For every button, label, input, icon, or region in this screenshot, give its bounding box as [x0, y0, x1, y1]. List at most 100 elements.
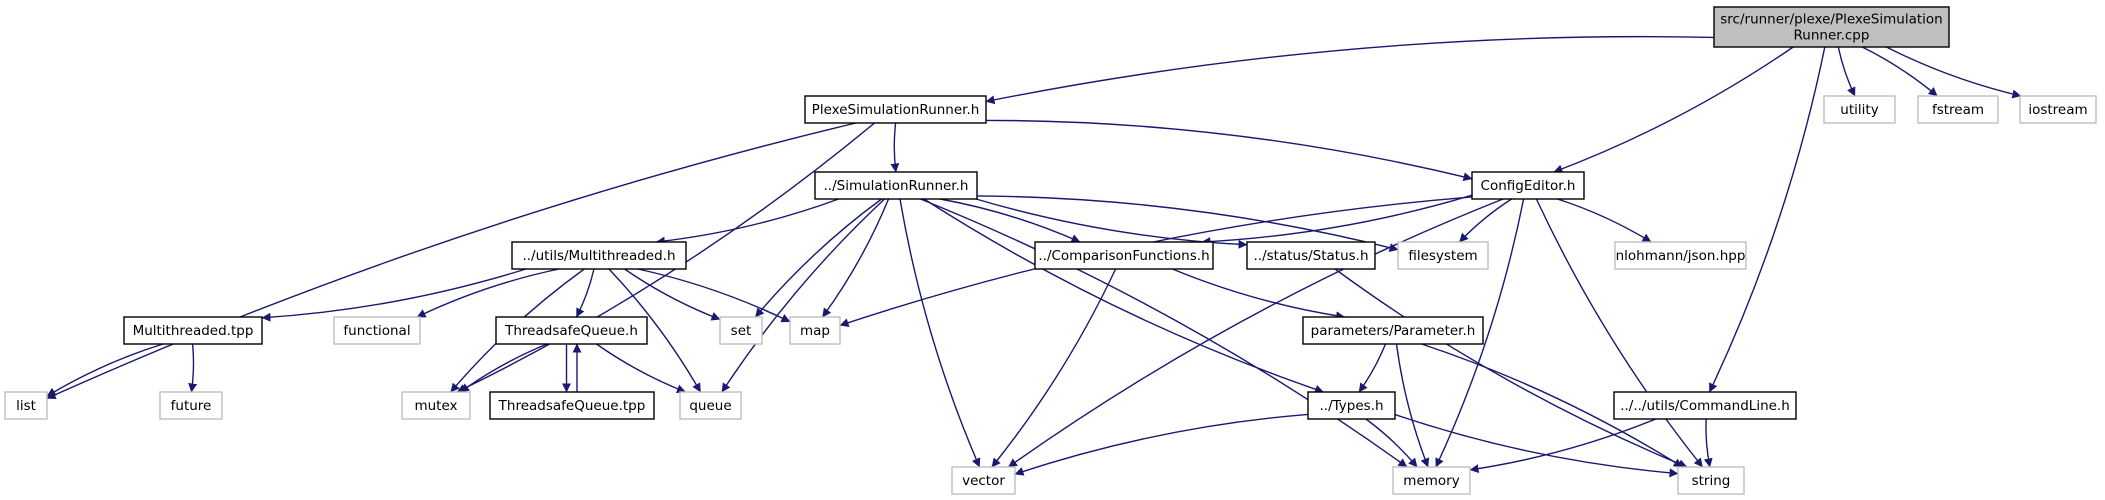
- edge-mt-to-map: [637, 268, 791, 323]
- node-label-utility: utility: [1840, 102, 1878, 118]
- node-box-mt: [511, 241, 687, 270]
- node-psr[interactable]: PlexeSimulationRunner.h: [804, 95, 987, 124]
- node-label-memory: memory: [1403, 473, 1459, 489]
- node-mt[interactable]: ../utils/Multithreaded.h: [511, 241, 687, 270]
- node-label-iostream: iostream: [2028, 102, 2087, 118]
- edge-cfg-to-fs: [1458, 198, 1512, 243]
- node-cmdl[interactable]: ../../utils/CommandLine.h: [1613, 391, 1797, 420]
- node-label-cmpf: ../ComparisonFunctions.h: [1038, 248, 1209, 264]
- node-box-src: [1713, 6, 1950, 48]
- node-box-future: [159, 391, 223, 420]
- node-src[interactable]: src/runner/plexe/PlexeSimulationRunner.c…: [1713, 6, 1950, 48]
- node-box-iostream: [2019, 95, 2097, 124]
- edge-cmpf-to-vector: [991, 268, 1117, 468]
- edge-src-to-iostream: [1886, 46, 2022, 99]
- node-box-param: [1302, 316, 1484, 345]
- edge-simr-to-vector: [899, 198, 981, 468]
- edge-src-to-fstream: [1861, 46, 1938, 97]
- node-label-src-line-2: Runner.cpp: [1794, 28, 1870, 44]
- edge-types-to-memory: [1365, 418, 1418, 468]
- node-iostream: iostream: [2019, 95, 2097, 124]
- node-box-json: [1614, 241, 1747, 270]
- node-label-tsqtpp: ThreadsafeQueue.tpp: [498, 398, 646, 414]
- node-mutex: mutex: [401, 391, 471, 420]
- node-label-simr: ../SimulationRunner.h: [824, 178, 969, 194]
- edge-simr-to-types: [923, 198, 1324, 394]
- node-fs: filesystem: [1397, 241, 1489, 270]
- edge-src-to-utility: [1837, 46, 1856, 97]
- edge-param-to-types: [1358, 343, 1387, 393]
- edge-simr-to-status: [975, 198, 1248, 249]
- edge-psr-to-mutex: [456, 122, 875, 393]
- edge-param-to-string: [1421, 343, 1683, 468]
- node-label-status: ../status/Status.h: [1253, 248, 1368, 264]
- node-cfg[interactable]: ConfigEditor.h: [1471, 171, 1585, 200]
- node-tsq[interactable]: ThreadsafeQueue.h: [495, 316, 648, 345]
- edge-simr-to-map: [821, 198, 890, 318]
- node-box-types: [1307, 391, 1396, 420]
- node-param[interactable]: parameters/Parameter.h: [1302, 316, 1484, 345]
- node-tsqtpp[interactable]: ThreadsafeQueue.tpp: [489, 391, 655, 420]
- node-label-functional: functional: [343, 323, 410, 339]
- node-future: future: [159, 391, 223, 420]
- node-box-fstream: [1917, 95, 1999, 124]
- node-box-tsq: [495, 316, 648, 345]
- edge-mttpp-to-list: [46, 343, 164, 397]
- node-box-cfg: [1471, 171, 1585, 200]
- edge-cmdl-to-string: [1703, 418, 1713, 468]
- node-status[interactable]: ../status/Status.h: [1246, 241, 1376, 270]
- node-label-fs: filesystem: [1408, 248, 1477, 264]
- node-label-queue: queue: [689, 398, 731, 414]
- node-vector: vector: [951, 466, 1016, 495]
- node-label-fstream: fstream: [1932, 102, 1984, 118]
- edge-mt-to-tsq: [575, 268, 595, 318]
- node-set: set: [719, 316, 763, 345]
- node-memory: memory: [1392, 466, 1471, 495]
- node-label-vector: vector: [962, 473, 1005, 489]
- node-label-src-line-1: src/runner/plexe/PlexeSimulation: [1720, 12, 1942, 28]
- edge-psr-to-simr: [890, 122, 900, 173]
- edge-cfg-to-cmpf: [1201, 194, 1473, 247]
- edge-src-to-cmdl: [1708, 46, 1826, 393]
- edge-simr-to-cmpf: [939, 198, 1081, 243]
- node-label-future: future: [171, 398, 212, 414]
- edge-simr-to-fs: [976, 195, 1399, 252]
- node-box-functional: [333, 316, 421, 345]
- node-mttpp[interactable]: Multithreaded.tpp: [123, 316, 263, 345]
- edge-mt-to-functional: [416, 268, 560, 318]
- edges-layer: [46, 35, 2022, 478]
- edge-cfg-to-json: [1557, 198, 1652, 243]
- node-types[interactable]: ../Types.h: [1307, 391, 1396, 420]
- node-box-vector: [951, 466, 1016, 495]
- edge-param-to-memory: [1395, 343, 1430, 468]
- edge-tsq-to-queue: [596, 343, 686, 394]
- node-box-status: [1246, 241, 1376, 270]
- node-label-mutex: mutex: [414, 398, 457, 414]
- node-box-cmpf: [1034, 241, 1214, 270]
- node-label-cfg: ConfigEditor.h: [1481, 178, 1576, 194]
- node-box-queue: [679, 391, 742, 420]
- node-simr[interactable]: ../SimulationRunner.h: [814, 171, 978, 200]
- edge-src-to-psr: [985, 35, 1715, 105]
- node-box-cmdl: [1613, 391, 1797, 420]
- node-box-fs: [1397, 241, 1489, 270]
- edge-types-to-string: [1394, 413, 1679, 478]
- node-box-memory: [1392, 466, 1471, 495]
- node-box-mttpp: [123, 316, 263, 345]
- node-cmpf[interactable]: ../ComparisonFunctions.h: [1034, 241, 1214, 270]
- node-box-psr: [804, 95, 987, 124]
- edge-psr-to-list: [46, 122, 856, 400]
- edge-status-to-string: [1334, 268, 1688, 468]
- node-label-psr: PlexeSimulationRunner.h: [812, 102, 980, 118]
- edge-cmdl-to-memory: [1469, 418, 1657, 474]
- edge-mt-to-set: [624, 268, 721, 321]
- node-label-types: ../Types.h: [1319, 398, 1383, 414]
- edge-mt-to-mttpp: [261, 268, 527, 322]
- node-label-string: string: [1692, 473, 1731, 489]
- edge-tsq-to-mutex: [459, 343, 548, 393]
- node-box-simr: [814, 171, 978, 200]
- node-label-set: set: [731, 323, 752, 339]
- node-box-list: [4, 391, 48, 420]
- edge-cfg-to-vector: [1007, 198, 1504, 468]
